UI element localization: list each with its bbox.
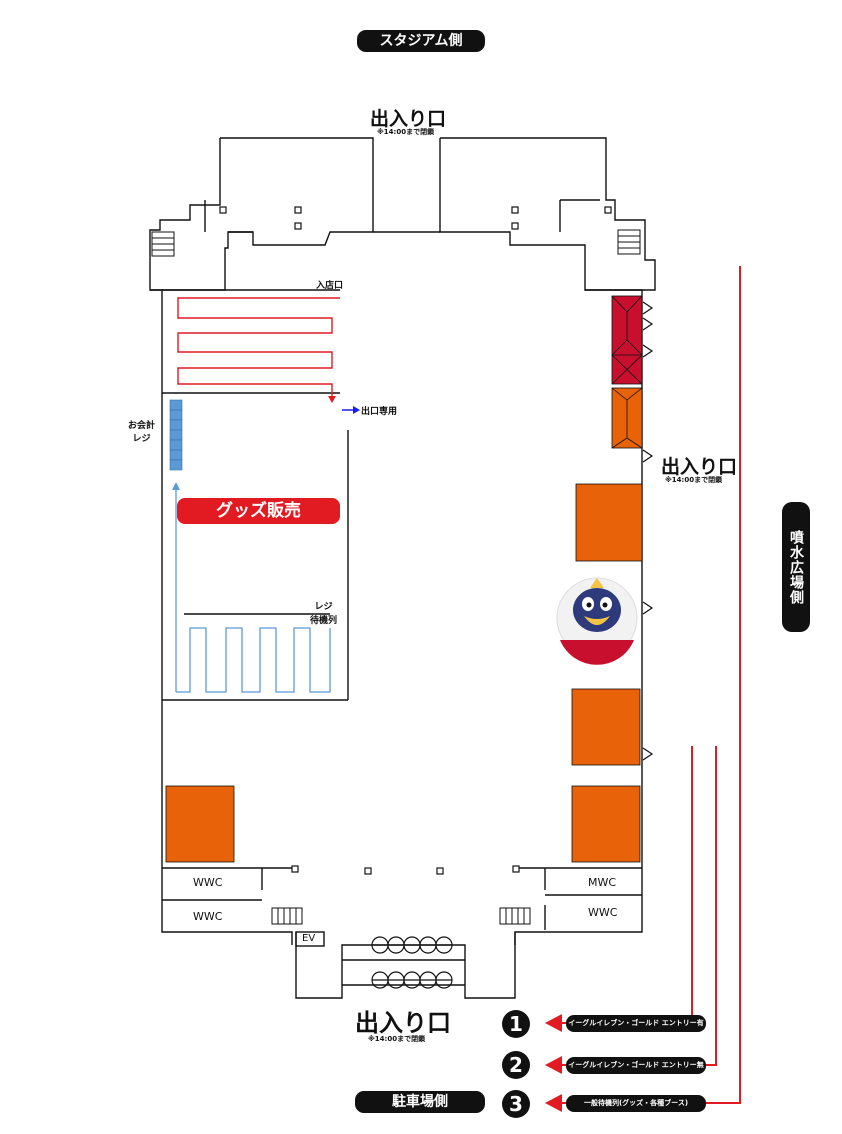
register-counter [169, 399, 183, 471]
legend-number: 1 [502, 1010, 530, 1038]
entrance-top-label: 出入り口 [370, 108, 447, 130]
entrance-bottom-label: 出入り口 [355, 1009, 451, 1037]
entrance-right-note: ※14:00まで閉鎖 [665, 476, 723, 484]
register-queue-route [175, 488, 331, 693]
booth-red [611, 295, 643, 385]
legend-label: イーグルイレブン・ゴールド エントリー無 [566, 1057, 706, 1074]
fountain-side-label: 噴水広場側 [782, 502, 810, 632]
route-arrow-icon [545, 1014, 562, 1112]
door-icon [371, 301, 654, 989]
stadium-side-label: スタジアム側 [357, 30, 485, 52]
store-exit-label: 出口専用 [361, 407, 398, 417]
entrance-top-note: ※14:00まで閉鎖 [377, 128, 435, 136]
entrance-bottom-note: ※14:00まで閉鎖 [368, 1035, 426, 1043]
legend-routes [558, 266, 741, 1104]
mascot-emblem-icon [556, 577, 638, 665]
queue-label: レジ 待機列 [310, 602, 338, 626]
building-outline [149, 137, 656, 999]
entry-arrow-icon [328, 396, 336, 403]
entrance-right-label: 出入り口 [661, 456, 738, 478]
goods-sales-label: グッズ販売 [177, 498, 340, 524]
store-entry-label: 入店口 [316, 281, 344, 291]
wwc-label: WWC [193, 876, 223, 889]
legend-label: イーグルイレブン・ゴールド エントリー有 [566, 1015, 706, 1032]
register-arrow-icon [172, 482, 180, 490]
booth-orange-small [611, 387, 643, 449]
stairs-icon [151, 229, 641, 925]
legend-label: 一般待機列(グッズ・各種ブース) [566, 1095, 706, 1112]
entry-queue-route [177, 297, 340, 398]
elevator-label: EV [302, 933, 316, 944]
wwc-label: WWC [588, 906, 618, 919]
pillars [219, 206, 612, 875]
exit-arrow-icon [353, 406, 360, 414]
mwc-label: MWC [588, 876, 617, 889]
register-label: お会計 レジ [128, 421, 156, 444]
legend-number: 2 [502, 1051, 530, 1079]
legend-number: 3 [502, 1090, 530, 1118]
booth-orange [165, 483, 643, 863]
parking-side-label: 駐車場側 [355, 1091, 485, 1113]
wwc-label: WWC [193, 910, 223, 923]
